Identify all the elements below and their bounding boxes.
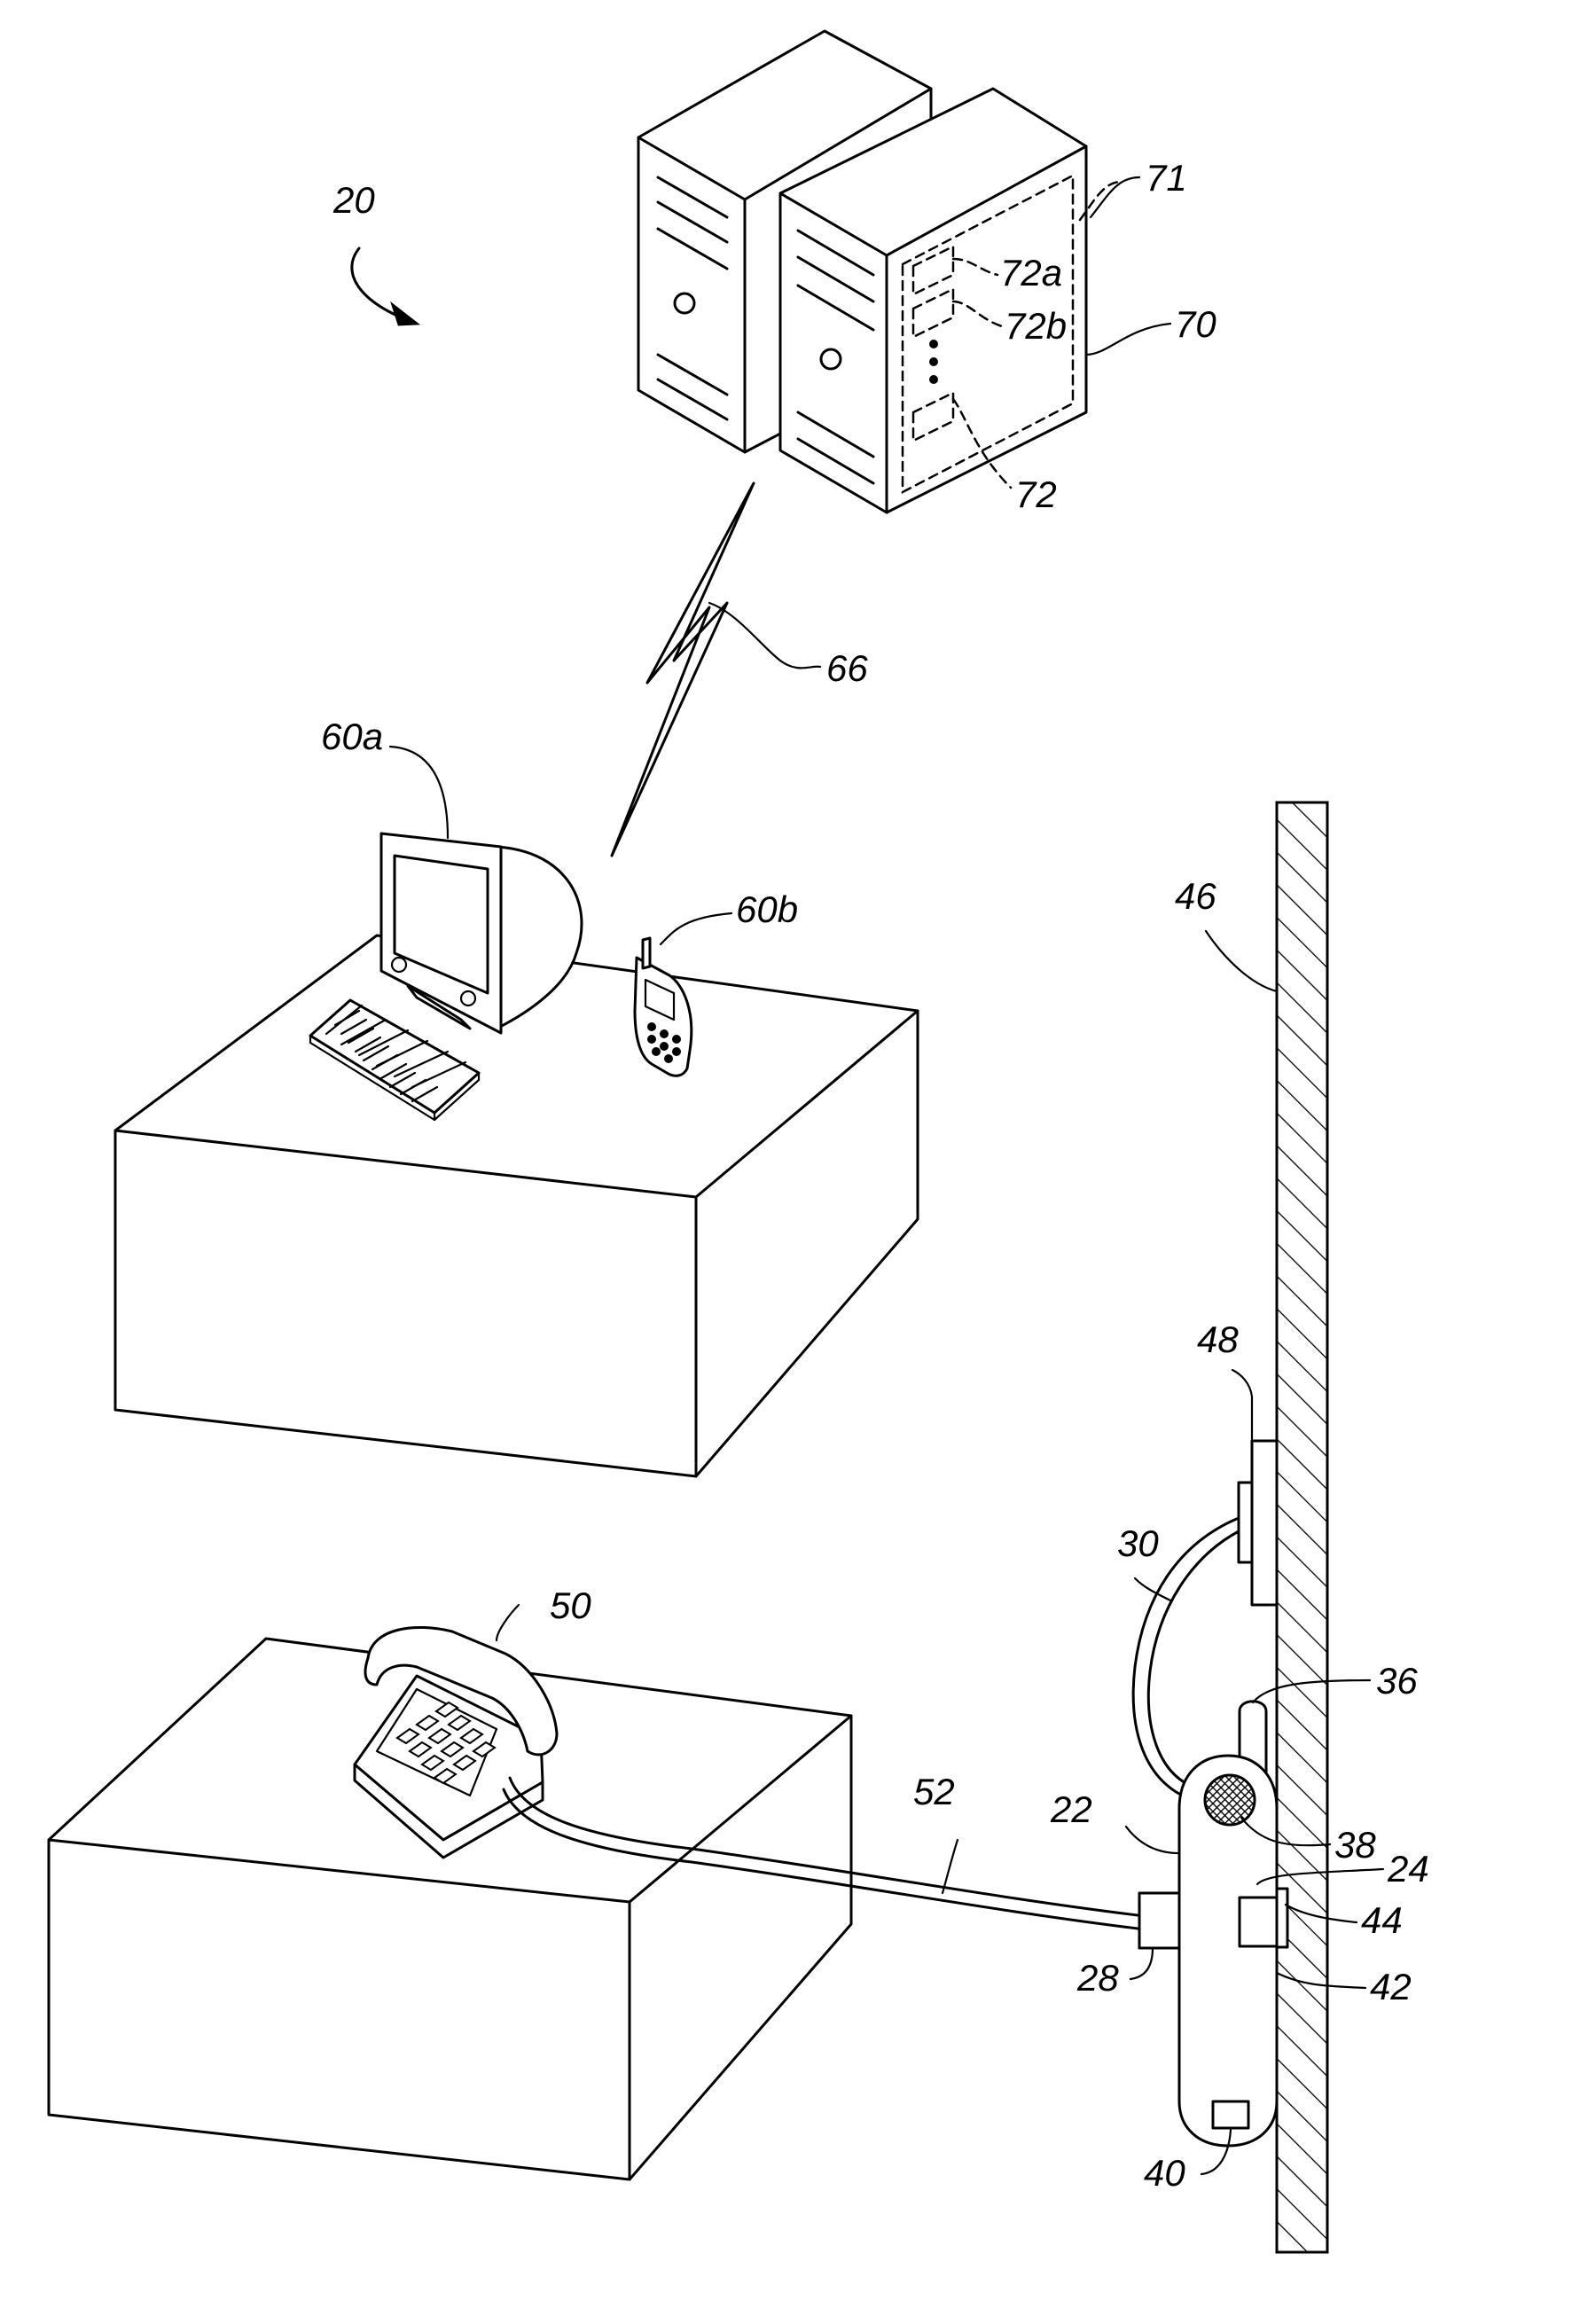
- label-72: 72: [1015, 473, 1057, 515]
- label-44: 44: [1361, 1899, 1403, 1941]
- wall: [1277, 802, 1327, 2252]
- label-42: 42: [1370, 1966, 1412, 2007]
- label-71: 71: [1146, 157, 1187, 199]
- label-46: 46: [1175, 875, 1216, 917]
- label-50: 50: [550, 1585, 591, 1626]
- label-60a: 60a: [321, 716, 383, 757]
- wall-outlet: [1239, 1441, 1277, 1605]
- label-30: 30: [1117, 1522, 1159, 1564]
- label-20: 20: [332, 179, 375, 221]
- label-70: 70: [1175, 303, 1216, 345]
- label-28: 28: [1076, 1957, 1119, 1999]
- label-40: 40: [1144, 2152, 1185, 2194]
- label-48: 48: [1197, 1318, 1239, 1360]
- label-36: 36: [1376, 1660, 1418, 1702]
- label-22: 22: [1050, 1788, 1092, 1830]
- speaker-grille: [1205, 1775, 1255, 1825]
- sensor-block: [1240, 1898, 1277, 1946]
- label-24: 24: [1387, 1848, 1429, 1890]
- label-66: 66: [826, 647, 868, 689]
- jack-port: [1139, 1893, 1179, 1948]
- label-38: 38: [1334, 1824, 1376, 1866]
- wireless-bolt: [612, 483, 754, 856]
- label-52: 52: [913, 1771, 955, 1812]
- cell-phone: [635, 938, 692, 1076]
- indicator-light: [1213, 2101, 1248, 2128]
- label-72b: 72b: [1005, 305, 1067, 347]
- label-60b: 60b: [736, 888, 798, 930]
- label-72a: 72a: [1000, 252, 1062, 293]
- system-arrow: [352, 248, 417, 325]
- monitoring-device: [1139, 1702, 1287, 2146]
